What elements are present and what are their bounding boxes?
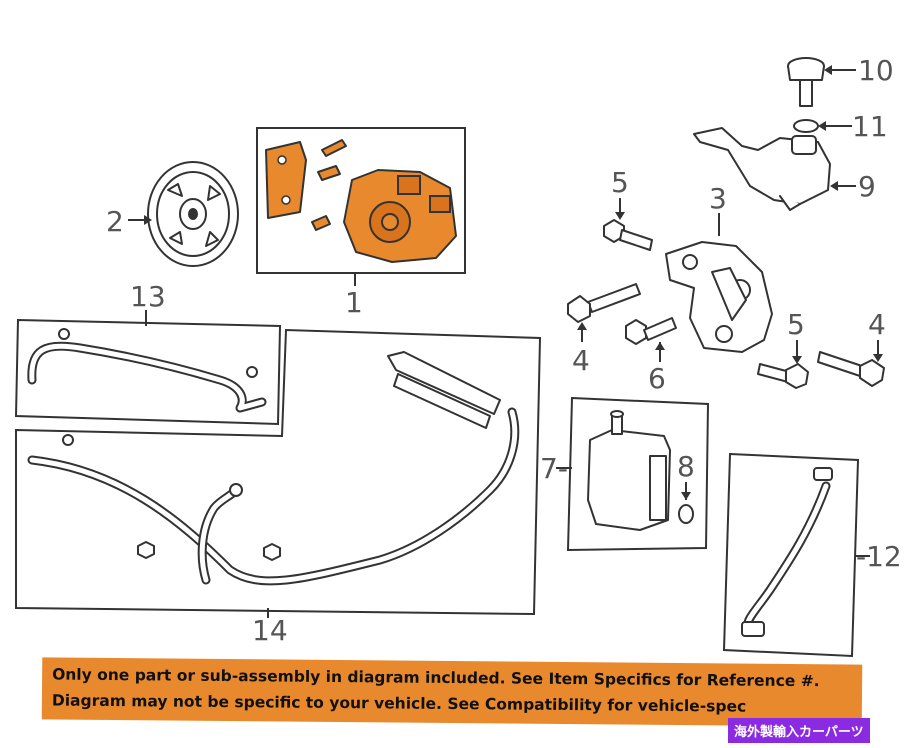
callout-6: 6 bbox=[648, 362, 666, 395]
callout-4-right: 4 bbox=[868, 308, 886, 341]
bolt-4-right[interactable] bbox=[817, 351, 885, 387]
callout-4-left: 4 bbox=[572, 344, 590, 377]
disclaimer-line-1: Only one part or sub-assembly in diagram… bbox=[52, 665, 820, 691]
bolt-4-left[interactable] bbox=[567, 283, 641, 323]
callout-11: 11 bbox=[852, 110, 888, 143]
reservoir[interactable] bbox=[693, 127, 831, 211]
bolt-5-upper[interactable] bbox=[603, 219, 653, 251]
reservoir-7[interactable] bbox=[566, 396, 710, 552]
power-steering-pump-assembly[interactable] bbox=[256, 127, 466, 274]
callout-1: 1 bbox=[345, 286, 363, 319]
pump-bracket[interactable] bbox=[665, 241, 773, 353]
callout-13: 13 bbox=[130, 280, 166, 313]
callout-12: -12 bbox=[856, 540, 902, 573]
callout-2: 2 bbox=[106, 205, 124, 238]
disclaimer-line-2: Diagram may not be specific to your vehi… bbox=[51, 691, 747, 716]
callout-5-upper: 5 bbox=[611, 166, 629, 199]
callout-9: 9 bbox=[858, 170, 876, 203]
callout-7: 7- bbox=[540, 452, 568, 485]
callout-10: 10 bbox=[858, 54, 894, 87]
callout-5-lower: 5 bbox=[787, 308, 805, 341]
callout-8: 8 bbox=[677, 450, 695, 483]
pressure-hose-13[interactable] bbox=[14, 318, 282, 426]
callout-3: 3 bbox=[709, 182, 727, 215]
o-ring-8[interactable] bbox=[678, 504, 694, 524]
cap-seal[interactable] bbox=[793, 119, 819, 133]
callout-14: 14 bbox=[252, 614, 288, 647]
disclaimer-banner: Only one part or sub-assembly in diagram… bbox=[41, 657, 863, 727]
hose-cooler-assembly-14[interactable] bbox=[15, 328, 542, 616]
pump-pulley[interactable] bbox=[147, 161, 239, 267]
hose-12[interactable] bbox=[722, 452, 860, 658]
bolt-6[interactable] bbox=[625, 317, 677, 345]
bolt-5-lower[interactable] bbox=[757, 363, 809, 389]
reservoir-cap[interactable] bbox=[787, 57, 825, 107]
watermark-badge: 海外製輸入カーパーツ bbox=[728, 718, 870, 743]
